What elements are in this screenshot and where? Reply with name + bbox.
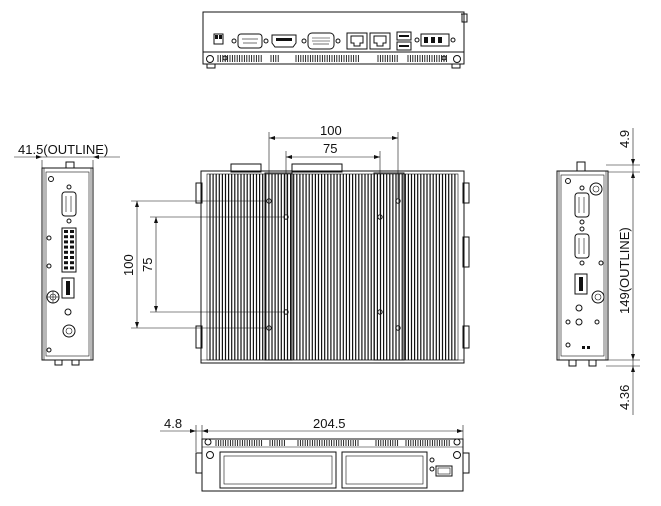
lan-port-1-icon [346,32,368,50]
right-serial-port-2-icon [574,226,590,266]
power-terminal-icon [414,33,456,47]
right-bottom-offset-dimension: 4.36 [617,385,632,410]
bottom-left-offset-dimension: 4.8 [164,416,182,431]
top-view-heatsink: 100 75 100 75 [121,123,470,364]
mount-outer-horizontal-dimension: 100 [320,123,342,138]
mount-outer-vertical-dimension: 100 [121,254,136,276]
heatsink-fins [209,174,456,360]
side-serial-port-icon [61,184,77,224]
mount-inner-horizontal-dimension: 75 [323,141,337,156]
serial-port-1-icon [231,33,269,49]
right-serial-port-1-icon [574,185,590,225]
bottom-width-dimension: 204.5 [313,416,346,431]
side-usb-port-icon [61,277,75,299]
right-top-offset-dimension: 4.9 [617,130,632,148]
expansion-cover-left [219,451,337,489]
expansion-cover-right [341,451,428,489]
right-outline-dimension: 149(OUTLINE) [617,227,632,314]
dip-switch-icon [213,33,224,45]
usb-ports-icon [396,31,412,51]
right-antenna-connector-icon [589,182,603,196]
lan-port-2-icon [369,32,391,50]
right-antenna-connector-2-icon [591,290,605,304]
front-fins [215,440,450,446]
front-switch-icon [435,465,453,477]
hdmi-port-icon [271,34,297,48]
right-side-view: 4.9 149(OUTLINE) 4.36 [556,128,640,415]
mounting-holes [266,198,401,331]
vga-port-icon [301,32,341,50]
left-side-view: 41.5(OUTLINE) [14,142,120,366]
mount-inner-vertical-dimension: 75 [140,258,155,272]
right-usb-port-icon [574,273,588,295]
front-view: 4.8 204.5 [160,416,470,492]
terminal-block-icon [61,227,77,273]
antenna-connector-icon [46,290,60,304]
rear-fins [217,55,447,62]
left-outline-dimension: 41.5(OUTLINE) [18,142,108,157]
rear-io-view [202,11,468,69]
